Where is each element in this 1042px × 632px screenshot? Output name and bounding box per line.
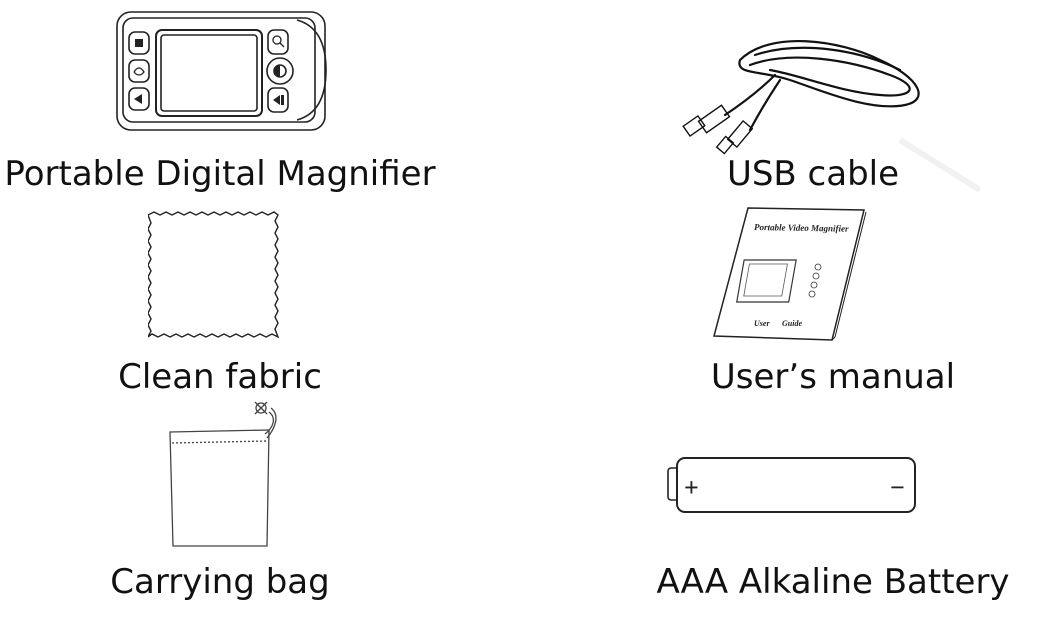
- magnifier-device-illustration: [112, 8, 337, 138]
- usb-cable-icon: [682, 39, 982, 193]
- cleaning-cloth-icon: [147, 211, 280, 339]
- battery-minus-sign: −: [890, 473, 905, 502]
- battery-illustration: + −: [666, 454, 922, 518]
- caption-clean-fabric: Clean fabric: [118, 357, 322, 397]
- usb-cable-illustration: [680, 20, 982, 200]
- caption-user-manual: User’s manual: [710, 357, 956, 397]
- manual-footer-guide: Guide: [782, 319, 802, 328]
- user-manual-illustration: Portable Video Magnifier User Guide: [710, 204, 870, 344]
- caption-carrying-bag: Carrying bag: [110, 562, 330, 602]
- caption-battery: AAA Alkaline Battery: [656, 562, 1010, 602]
- caption-usb-cable: USB cable: [726, 154, 900, 194]
- battery-plus-sign: +: [684, 473, 699, 502]
- carrying-bag-illustration: [165, 398, 285, 548]
- battery-icon: + −: [667, 457, 916, 513]
- carrying-bag-icon: [169, 401, 277, 547]
- magnifier-device-icon: [116, 11, 327, 131]
- manual-title: Portable Video Magnifier: [754, 222, 849, 234]
- caption-magnifier: Portable Digital Magnifier: [4, 154, 436, 194]
- user-manual-icon: Portable Video Magnifier User Guide: [713, 207, 867, 341]
- manual-footer-user: User: [754, 319, 770, 328]
- cleaning-cloth-illustration: [147, 206, 288, 340]
